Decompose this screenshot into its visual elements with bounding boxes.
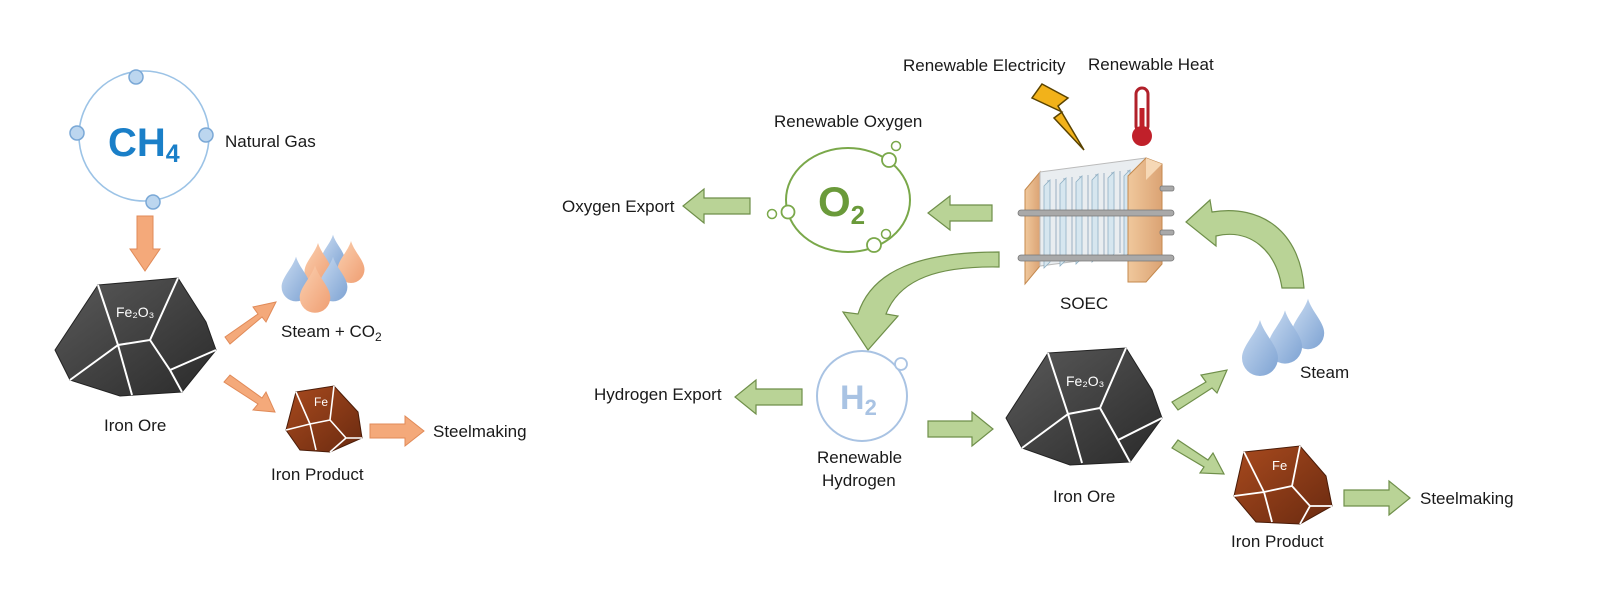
hydrogen-export-label: Hydrogen Export xyxy=(594,385,722,404)
hydrogen-formula: H2 xyxy=(840,379,877,420)
iron-product-formula-right: Fe xyxy=(1272,458,1287,473)
arrow-to-steelmaking-left xyxy=(369,414,425,448)
steam-co2-label: Steam + CO2 xyxy=(281,322,382,344)
iron-product-label-right: Iron Product xyxy=(1231,532,1324,551)
arrow-soec-to-oxygen xyxy=(927,194,993,232)
arrow-to-steelmaking-right xyxy=(1343,479,1411,517)
steam-co2-drops xyxy=(281,234,365,313)
iron-product-label-left: Iron Product xyxy=(271,465,364,484)
renewable-hydrogen-label-line1: Renewable xyxy=(817,448,902,467)
soec-stack xyxy=(1017,157,1175,286)
oxygen-export-label: Oxygen Export xyxy=(562,197,675,216)
arrow-hydrogen-to-ore xyxy=(927,410,994,448)
oxygen-formula: O2 xyxy=(818,178,865,230)
iron-product-formula-left: Fe xyxy=(314,395,328,409)
soec-label: SOEC xyxy=(1060,294,1108,313)
arrow-soec-to-hydrogen xyxy=(841,251,1000,351)
renewable-electricity-label: Renewable Electricity xyxy=(903,56,1066,75)
thermometer-icon xyxy=(1132,86,1152,146)
iron-ore-rock-right: Fe₂O₃ xyxy=(1005,347,1163,466)
arrow-to-iron-product-right xyxy=(1171,439,1226,475)
hydrogen-molecule: H2 xyxy=(816,350,908,442)
iron-product-rock-left: Fe xyxy=(285,385,363,453)
renewable-hydrogen-label-line2: Hydrogen xyxy=(822,471,896,490)
arrow-steam-to-soec xyxy=(1185,198,1305,289)
oxygen-molecule: O2 xyxy=(766,140,911,253)
methane-molecule: CH4 xyxy=(69,69,214,210)
iron-ore-rock-left: Fe₂O₃ xyxy=(54,277,217,397)
arrow-to-steam-co2 xyxy=(224,301,277,345)
renewable-oxygen-label: Renewable Oxygen xyxy=(774,112,922,131)
natural-gas-label: Natural Gas xyxy=(225,132,316,151)
iron-product-rock-right: Fe xyxy=(1233,445,1333,525)
steelmaking-label-left: Steelmaking xyxy=(433,422,527,441)
iron-ore-formula-right: Fe₂O₃ xyxy=(1066,373,1104,389)
arrow-to-iron-product-left xyxy=(223,374,276,413)
arrow-to-hydrogen-export xyxy=(734,378,803,416)
iron-ore-formula-left: Fe₂O₃ xyxy=(116,304,154,320)
arrow-down-left xyxy=(129,215,161,272)
steam-label-right: Steam xyxy=(1300,363,1349,382)
iron-ore-label-left: Iron Ore xyxy=(104,416,166,435)
steelmaking-label-right: Steelmaking xyxy=(1420,489,1514,508)
methane-formula: CH4 xyxy=(108,121,180,168)
renewable-heat-label: Renewable Heat xyxy=(1088,55,1214,74)
arrow-to-steam-right xyxy=(1171,369,1229,411)
iron-ore-label-right: Iron Ore xyxy=(1053,487,1115,506)
lightning-icon xyxy=(1030,83,1085,151)
arrow-to-oxygen-export xyxy=(682,187,751,225)
